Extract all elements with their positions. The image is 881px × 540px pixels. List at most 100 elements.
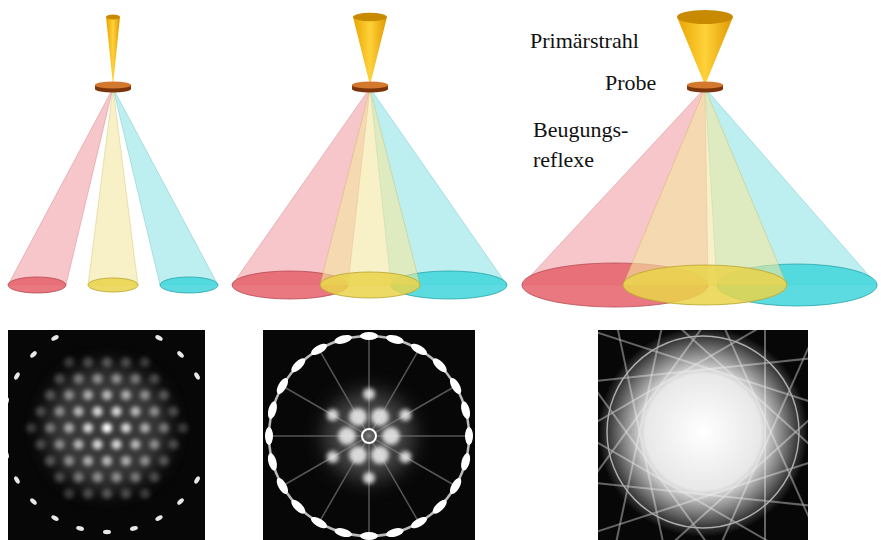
- beam-setup: [8, 15, 218, 294]
- diffraction-spot: [140, 357, 150, 367]
- ring-reflex: [266, 400, 278, 419]
- label-text: Primärstrahl: [530, 26, 700, 56]
- diffraction-spot: [169, 439, 179, 449]
- diffraction-photo: [8, 330, 205, 540]
- ring-reflex: [333, 526, 352, 538]
- disc-reflex: [349, 446, 367, 464]
- ring-reflex: [274, 376, 290, 396]
- diffraction-spot: [64, 423, 74, 433]
- diffraction-spot: [74, 439, 84, 449]
- ring-reflex: [274, 476, 290, 496]
- disc-reflex: [349, 408, 367, 426]
- disc-reflex: [371, 408, 389, 426]
- diffraction-spot: [121, 456, 131, 466]
- diffraction-spot: [74, 472, 84, 482]
- diffraction-spot: [36, 407, 46, 417]
- disc-reflex: [327, 409, 339, 421]
- diffraction-spot: [64, 489, 74, 499]
- diffraction-spot: [93, 407, 103, 417]
- diffraction-spot: [83, 390, 93, 400]
- diffraction-cone: [88, 88, 138, 285]
- outer-spot: [103, 530, 111, 534]
- diffraction-spot: [93, 439, 103, 449]
- ring-reflex: [448, 376, 464, 396]
- diffraction-spot: [83, 423, 93, 433]
- diffraction-spot: [102, 489, 112, 499]
- diffraction-spot: [112, 407, 122, 417]
- diffraction-cone: [320, 88, 420, 285]
- ring-reflex: [360, 332, 378, 340]
- diffraction-spot: [64, 390, 74, 400]
- diffraction-spot: [159, 423, 169, 433]
- ring-reflex: [465, 427, 473, 445]
- cone-base: [88, 278, 138, 292]
- outer-spot: [13, 475, 21, 484]
- ring-reflex: [289, 356, 307, 374]
- diffraction-spot: [150, 439, 160, 449]
- primary-beam: [677, 17, 733, 85]
- diffraction-spot: [140, 456, 150, 466]
- beam-top: [106, 15, 120, 20]
- outer-spot: [176, 497, 185, 506]
- diffraction-spot: [93, 472, 103, 482]
- diffraction-photo: [263, 330, 475, 540]
- outer-spot: [154, 334, 163, 342]
- kikuchi-line: [282, 386, 455, 486]
- outer-spot: [193, 371, 201, 380]
- diffraction-spot: [131, 439, 141, 449]
- diffraction-spot: [45, 456, 55, 466]
- ring-reflex: [266, 452, 278, 471]
- diffraction-spot: [121, 489, 131, 499]
- ring-reflex: [409, 341, 429, 357]
- disc-reflex: [363, 472, 375, 484]
- disc-reflex: [327, 451, 339, 463]
- diffraction-spot: [112, 439, 122, 449]
- diffraction-spot: [102, 390, 112, 400]
- diffraction-spot: [55, 407, 65, 417]
- outer-spot: [29, 497, 38, 506]
- outer-spot: [204, 397, 205, 406]
- outer-spot: [76, 330, 85, 331]
- ring-reflex: [459, 400, 471, 419]
- diffraction-spot: [74, 407, 84, 417]
- outer-spot: [204, 450, 205, 459]
- kikuchi-line: [282, 386, 455, 486]
- diffraction-spot: [102, 357, 112, 367]
- diffraction-spot: [140, 489, 150, 499]
- disc-reflex: [399, 451, 411, 463]
- diffraction-spot: [83, 357, 93, 367]
- diffraction-spot: [102, 456, 112, 466]
- sample-disk: [687, 82, 723, 89]
- ring-reflex: [385, 333, 404, 345]
- cone-base: [160, 277, 218, 293]
- outer-spot: [29, 350, 38, 359]
- center-haze: [324, 391, 414, 481]
- diffraction-spot: [45, 423, 55, 433]
- diffuse-haze: [45, 366, 169, 490]
- central-glow: [598, 330, 808, 537]
- disc-reflex: [363, 388, 375, 400]
- photo-ground: [8, 330, 205, 540]
- kikuchi-line: [319, 349, 419, 522]
- disc-reflex: [371, 446, 389, 464]
- diffraction-spot: [121, 357, 131, 367]
- diffraction-spot: [140, 423, 150, 433]
- ring-reflex: [265, 427, 273, 445]
- beam-setup: [232, 13, 507, 299]
- diffraction-spot: [150, 407, 160, 417]
- laue-ring: [269, 336, 469, 536]
- diffraction-spot: [150, 472, 160, 482]
- ring-reflex: [431, 498, 449, 516]
- ring-reflex: [448, 476, 464, 496]
- diffraction-spot: [45, 390, 55, 400]
- diffraction-spot: [159, 390, 169, 400]
- diffraction-cone: [623, 88, 787, 285]
- outer-spot: [8, 397, 10, 406]
- ring-reflex: [309, 515, 329, 531]
- diffraction-spot: [55, 439, 65, 449]
- diffraction-spot: [178, 423, 188, 433]
- diffraction-spot: [159, 456, 169, 466]
- diffraction-spot: [112, 374, 122, 384]
